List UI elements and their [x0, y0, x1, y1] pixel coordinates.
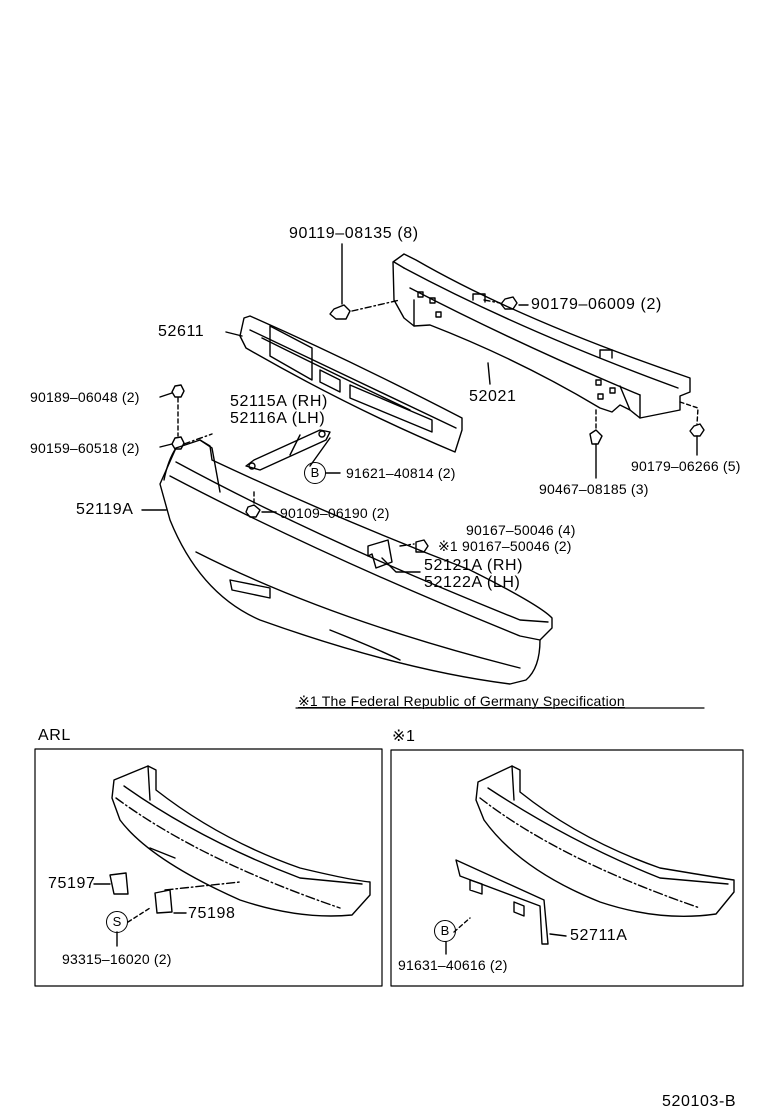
part-label-93315-16020: 93315–16020 (2): [62, 951, 172, 967]
part-label-90109-06190: 90109–06190 (2): [280, 505, 390, 521]
germany-panel: [390, 749, 744, 987]
germany-panel-title: ※1: [392, 728, 416, 745]
part-label-91621-40814: 91621–40814 (2): [346, 465, 456, 481]
arl-panel-title: ARL: [38, 727, 71, 744]
fasteners: [171, 296, 705, 553]
bumper-retainer: [245, 429, 331, 471]
energy-absorber: [239, 315, 463, 453]
part-label-91631-40616: 91631–40616 (2): [398, 957, 508, 973]
part-label-90467-08185: 90467–08185 (3): [539, 481, 649, 497]
callout-b-germany: B: [434, 920, 456, 942]
bumper-reinforcement: [392, 253, 691, 419]
part-label-52711A: 52711A: [570, 927, 628, 944]
callout-b: B: [304, 462, 326, 484]
specification-note: ※1 The Federal Republic of Germany Speci…: [298, 693, 625, 709]
part-label-90159-60518: 90159–60518 (2): [30, 440, 140, 456]
part-label-52122A: 52122A (LH): [424, 574, 521, 591]
figure-id: 520103-B: [662, 1093, 737, 1110]
part-label-52121A: 52121A (RH): [424, 557, 524, 574]
part-label-75198: 75198: [188, 905, 236, 922]
part-label-52021: 52021: [469, 388, 517, 405]
part-label-90167-50046-2: ※1 90167–50046 (2): [438, 538, 572, 554]
part-label-52116A: 52116A (LH): [230, 410, 326, 427]
part-label-52611: 52611: [158, 323, 205, 340]
leader-lines: [141, 243, 705, 709]
part-label-90179-06266: 90179–06266 (5): [631, 458, 741, 474]
side-bracket: [367, 539, 393, 569]
part-label-90179-06009: 90179–06009 (2): [531, 296, 662, 313]
part-label-90189-06048: 90189–06048 (2): [30, 389, 140, 405]
bumper-cover: [159, 439, 553, 685]
part-label-90167-50046-4: 90167–50046 (4): [466, 522, 576, 538]
arl-panel: [34, 748, 383, 987]
part-label-52115A: 52115A (RH): [230, 393, 328, 410]
callout-s: S: [106, 911, 128, 933]
part-label-75197: 75197: [48, 875, 96, 892]
part-label-52119A: 52119A: [76, 501, 134, 518]
part-label-90119-08135: 90119–08135 (8): [289, 225, 419, 242]
